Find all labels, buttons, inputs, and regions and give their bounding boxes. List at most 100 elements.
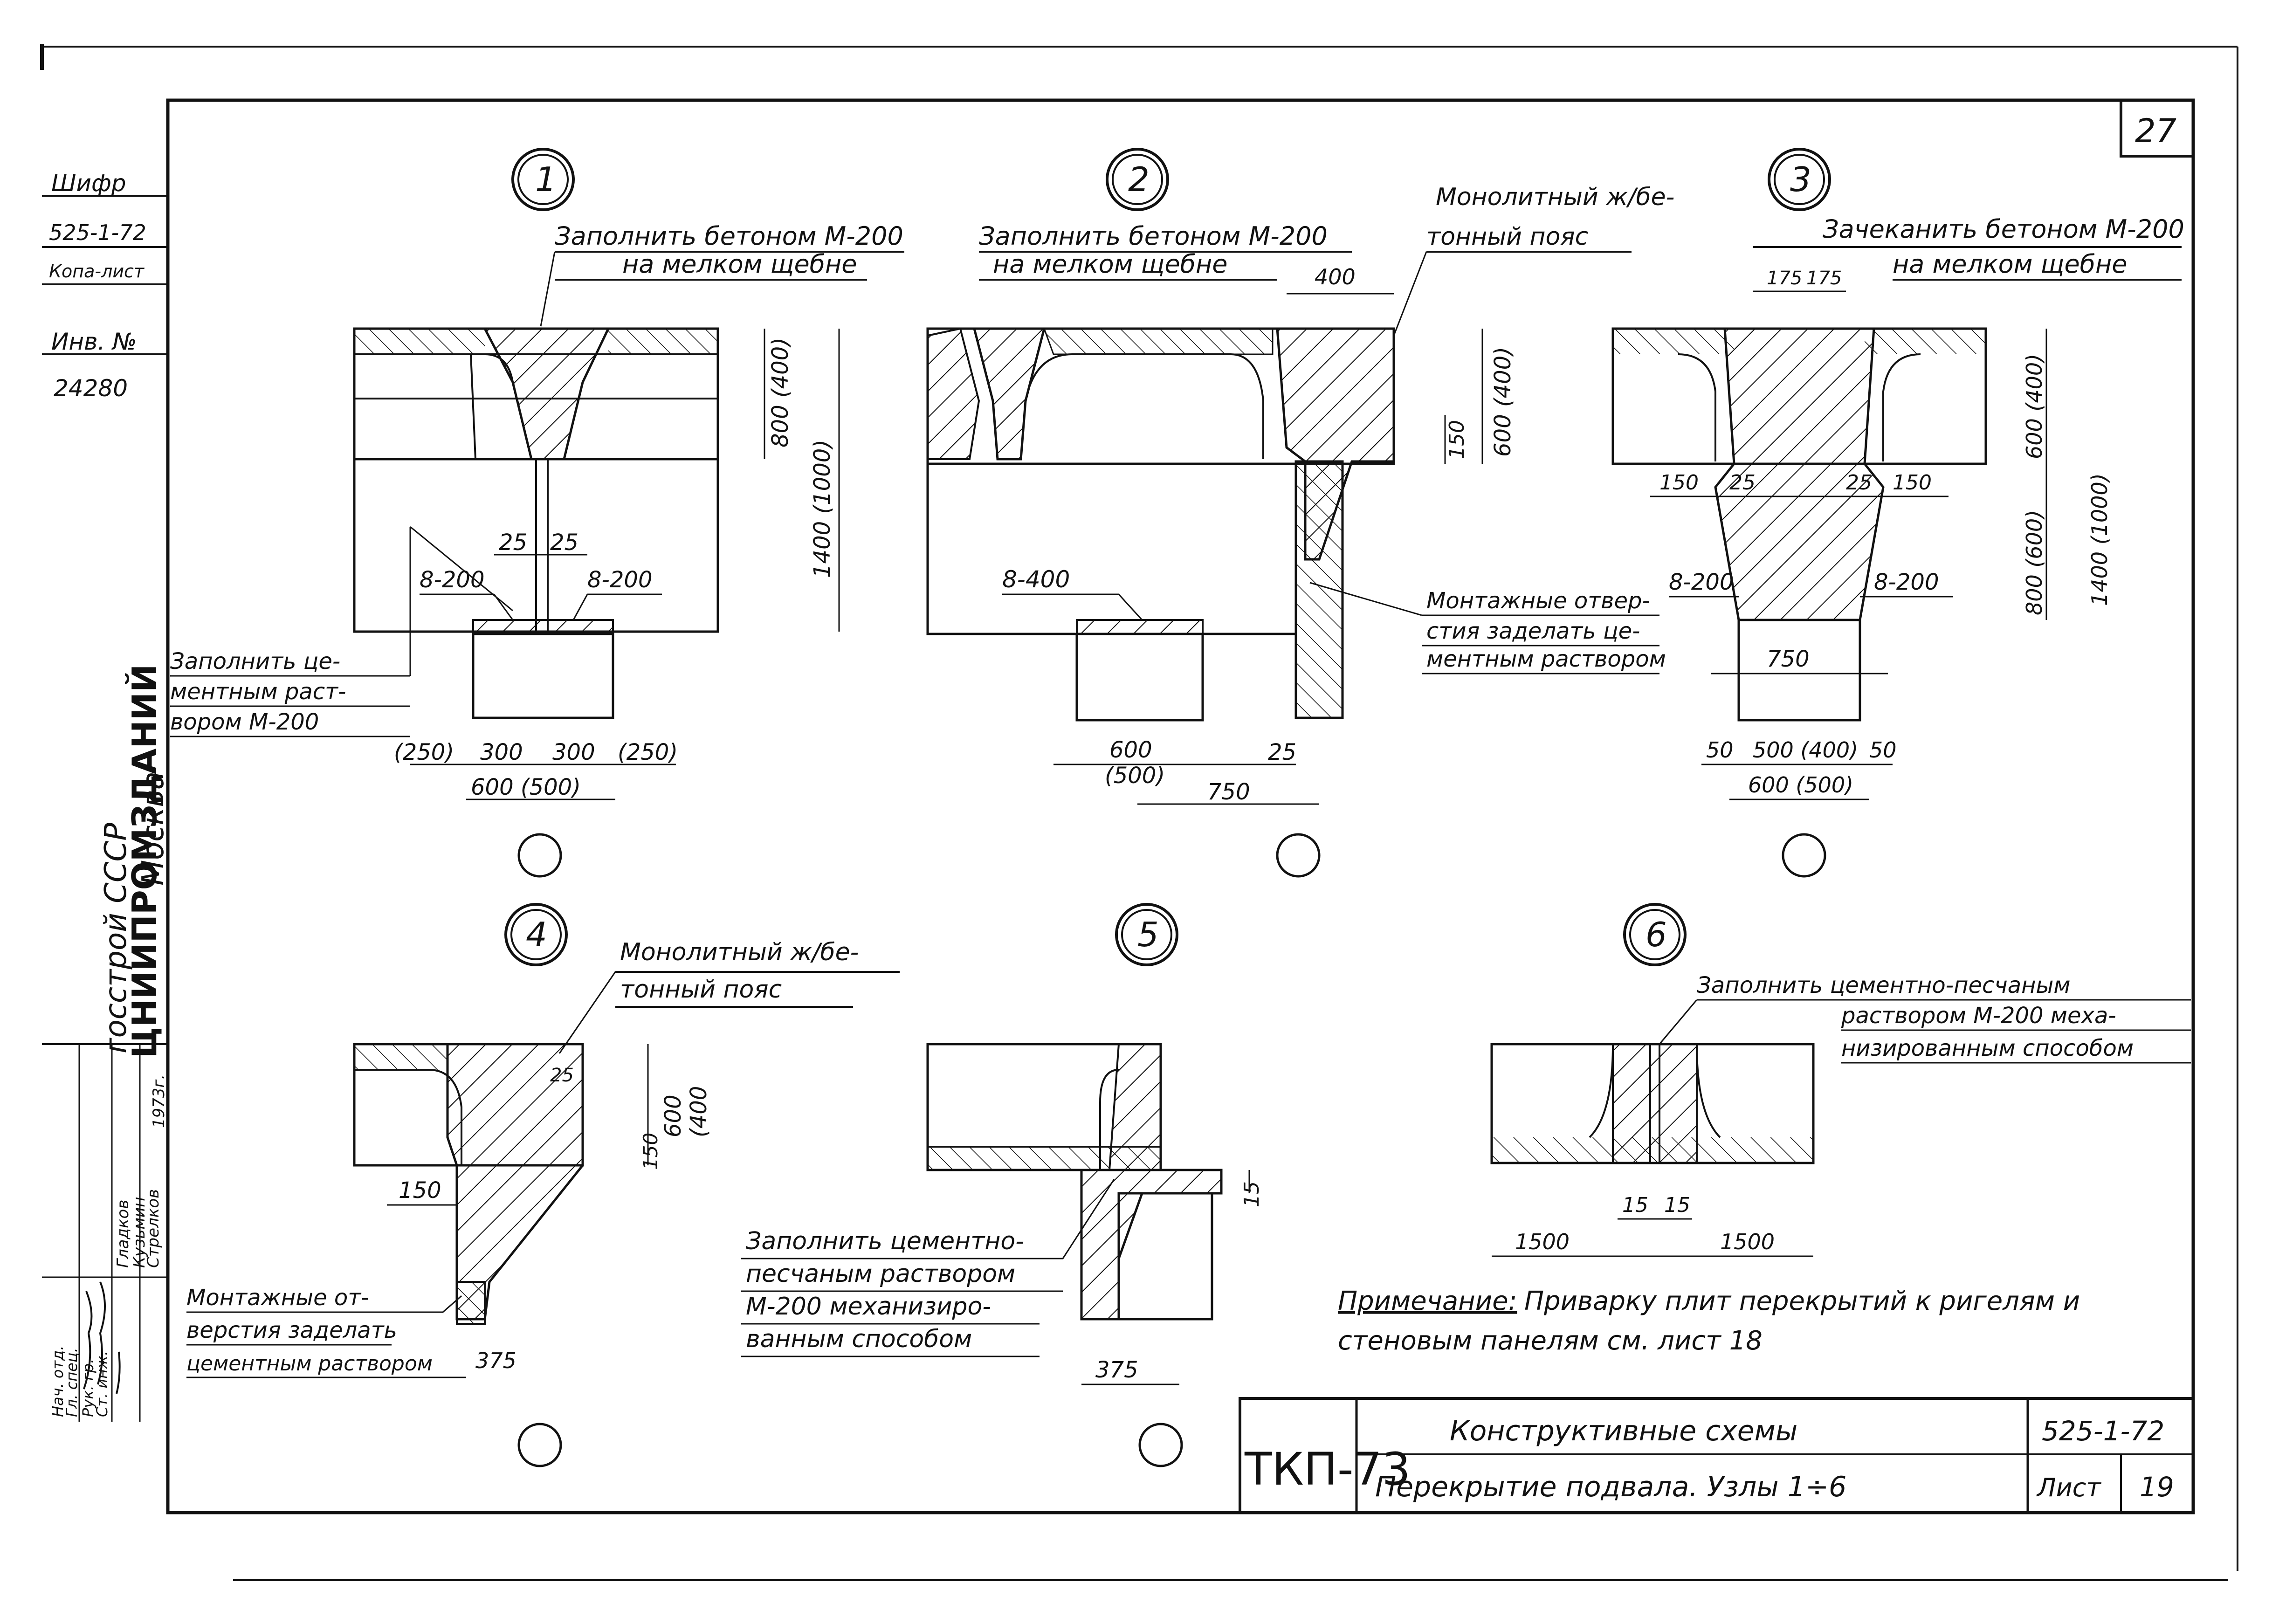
node-1-dim-800: 800 (400) <box>767 337 793 447</box>
node-1-dim-1400: 1400 (1000) <box>809 440 835 578</box>
node-3-dim-150r: 150 <box>1893 471 1932 495</box>
node-5-fill-4: ванным способом <box>746 1325 972 1353</box>
title-block <box>1239 1397 2195 1514</box>
node-5-number: 5 <box>1137 915 1159 954</box>
node-6-dim-1500a: 1500 <box>1515 1229 1570 1254</box>
node-5-fill-3: М-200 механизиро- <box>746 1293 991 1321</box>
node-2-dim-25: 25 <box>1268 739 1296 765</box>
title-series: 525-1-72 <box>2042 1415 2164 1447</box>
node-1-mortar-3: вором М-200 <box>170 709 319 735</box>
node-4-dim-600: 600 <box>660 1094 686 1137</box>
node-3-dim-800: 800 (600) <box>2022 510 2047 615</box>
title-sheet-number: 19 <box>2140 1471 2174 1503</box>
node-3-dim-750: 750 <box>1767 646 1810 672</box>
node-2-dim-400: 400 <box>1315 264 1356 289</box>
note-block: Примечание: Приварку плит перекрытий к р… <box>1338 1286 2080 1356</box>
signatures-block <box>42 1043 168 1422</box>
node-4-dim-150: 150 <box>639 1133 662 1170</box>
node-1-mortar-1: Заполнить це- <box>170 648 340 674</box>
node-4-dim-400: (400 <box>686 1086 712 1137</box>
node-4-dim-25: 25 <box>550 1065 574 1086</box>
node-3-dim-50l: 50 <box>1706 737 1734 763</box>
node-2-weld: 8-400 <box>1002 566 1070 593</box>
node-4-holes-3: цементным раствором <box>186 1352 433 1376</box>
node-5: 5 15 Заполнить цементно- песчаным раство… <box>741 903 1264 1467</box>
node-3-dim-1400: 1400 (1000) <box>2087 473 2112 606</box>
title-sheet-label: Лист <box>2036 1473 2101 1502</box>
org-line-1: госстрой СССР <box>99 823 133 1053</box>
node-2: 2 Заполнить бетоном М-200 на мелком щебн… <box>926 148 1674 878</box>
node-1-weld-right: 8-200 <box>587 567 652 593</box>
node-1-dim-300a: 300 <box>480 739 523 765</box>
node-2-dim-600b: 600 <box>1109 737 1152 763</box>
node-4-dim-150b: 150 <box>399 1177 441 1204</box>
node-6-dim-15a: 15 <box>1622 1193 1648 1217</box>
note-line-1: Приварку плит перекрытий к ригелям и <box>1524 1286 2080 1316</box>
stamp-inv-value: 24280 <box>54 375 128 402</box>
node-1-weld-left: 8-200 <box>420 567 484 593</box>
signature-scribbles <box>83 1281 121 1394</box>
node-2-belt-2: тонный пояс <box>1426 223 1588 251</box>
node-2-holes-3: ментным раствором <box>1426 646 1666 672</box>
sign-year: 1973г. <box>150 1074 168 1128</box>
node-4-belt-1: Монолитный ж/бе- <box>620 938 859 966</box>
node-2-holes-2: стия заделать це- <box>1426 618 1640 644</box>
node-2-holes-1: Монтажные отвер- <box>1426 588 1650 614</box>
node-3-dim-25l: 25 <box>1729 471 1756 495</box>
node-3-dim-600: 600 (400) <box>2022 354 2047 459</box>
node-4-holes-2: верстия заделать <box>186 1317 397 1343</box>
node-2-dim-600: 600 (400) <box>1490 347 1516 457</box>
title-code: ТКП-73 <box>1244 1443 1411 1495</box>
node-4-belt-2: тонный пояс <box>620 976 782 1004</box>
sign-name-1: Гладков <box>114 1200 132 1268</box>
node-1-dim-25a: 25 <box>499 530 527 556</box>
node-5-dim-15: 15 <box>1240 1181 1264 1207</box>
node-3-weld-left: 8-200 <box>1669 569 1734 595</box>
node-1-dim-25b: 25 <box>550 530 578 556</box>
node-2-dim-750: 750 <box>1207 779 1250 805</box>
node-4-dim-375: 375 <box>475 1348 516 1373</box>
node-3-dim-175b: 175 <box>1806 268 1842 289</box>
node-1-dim-250l: (250) <box>394 739 454 765</box>
node-3-dim-175a: 175 <box>1767 268 1802 289</box>
node-6-fill-3: низированным способом <box>1841 1035 2134 1061</box>
node-1-label-2: на мелком щебне <box>622 249 857 279</box>
node-2-belt-1: Монолитный ж/бе- <box>1436 183 1674 211</box>
left-stamp: Шифр 525-1-72 Копа-лист Инв. № 24280 <box>42 170 168 402</box>
node-1-label-1: Заполнить бетоном М-200 <box>555 221 903 251</box>
node-2-number: 2 <box>1128 160 1150 199</box>
node-4-holes-1: Монтажные от- <box>186 1285 369 1311</box>
stamp-kopia-label: Копа-лист <box>49 261 145 282</box>
org-line-2: ЦНИИПРОМЗДАНИЙ <box>125 664 164 1058</box>
node-6-fill-1: Заполнить цементно-песчаным <box>1697 972 2071 998</box>
sheet-number: 27 <box>2135 112 2176 150</box>
node-6-fill-2: раствором М-200 меха- <box>1841 1003 2116 1029</box>
node-3-dim-150l: 150 <box>1659 471 1699 495</box>
node-3: 3 Зачеканить бетоном М-200 на мелком щеб… <box>1611 148 2184 878</box>
title-main: Конструктивные схемы <box>1450 1415 1797 1447</box>
org-line-3: Москва <box>136 771 171 886</box>
sheet-number-box: 27 <box>2120 99 2195 158</box>
stamp-shifr-value: 525-1-72 <box>49 220 146 245</box>
node-4-number: 4 <box>526 915 547 954</box>
node-5-fill-1: Заполнить цементно- <box>746 1227 1024 1255</box>
node-3-dim-25r: 25 <box>1846 471 1872 495</box>
node-3-label-2: на мелком щебне <box>1893 249 2128 279</box>
stamp-shifr-label: Шифр <box>51 170 126 197</box>
stamp-inv-label: Инв. № <box>51 328 137 355</box>
node-1-number: 1 <box>535 160 557 199</box>
note-line-2: стеновым панелям см. лист 18 <box>1338 1326 1763 1356</box>
sign-name-2: Кузьмин <box>130 1197 149 1268</box>
node-3-weld-right: 8-200 <box>1874 569 1939 595</box>
node-3-dim-50r: 50 <box>1869 737 1897 763</box>
node-1-dim-600: 600 (500) <box>471 774 581 800</box>
node-3-dim-600b: 600 (500) <box>1748 772 1853 798</box>
node-4: 4 Монолитный ж/бе- тонный пояс 25 150 60… <box>186 903 900 1467</box>
node-6-dim-15b: 15 <box>1664 1193 1690 1217</box>
note-label: Примечание: <box>1338 1286 1517 1316</box>
organization-block: госстрой СССР ЦНИИПРОМЗДАНИЙ Москва <box>99 664 171 1058</box>
node-5-fill-2: песчаным раствором <box>746 1260 1015 1288</box>
node-3-number: 3 <box>1790 160 1811 199</box>
title-subtitle: Перекрытие подвала. Узлы 1÷6 <box>1375 1471 1846 1503</box>
